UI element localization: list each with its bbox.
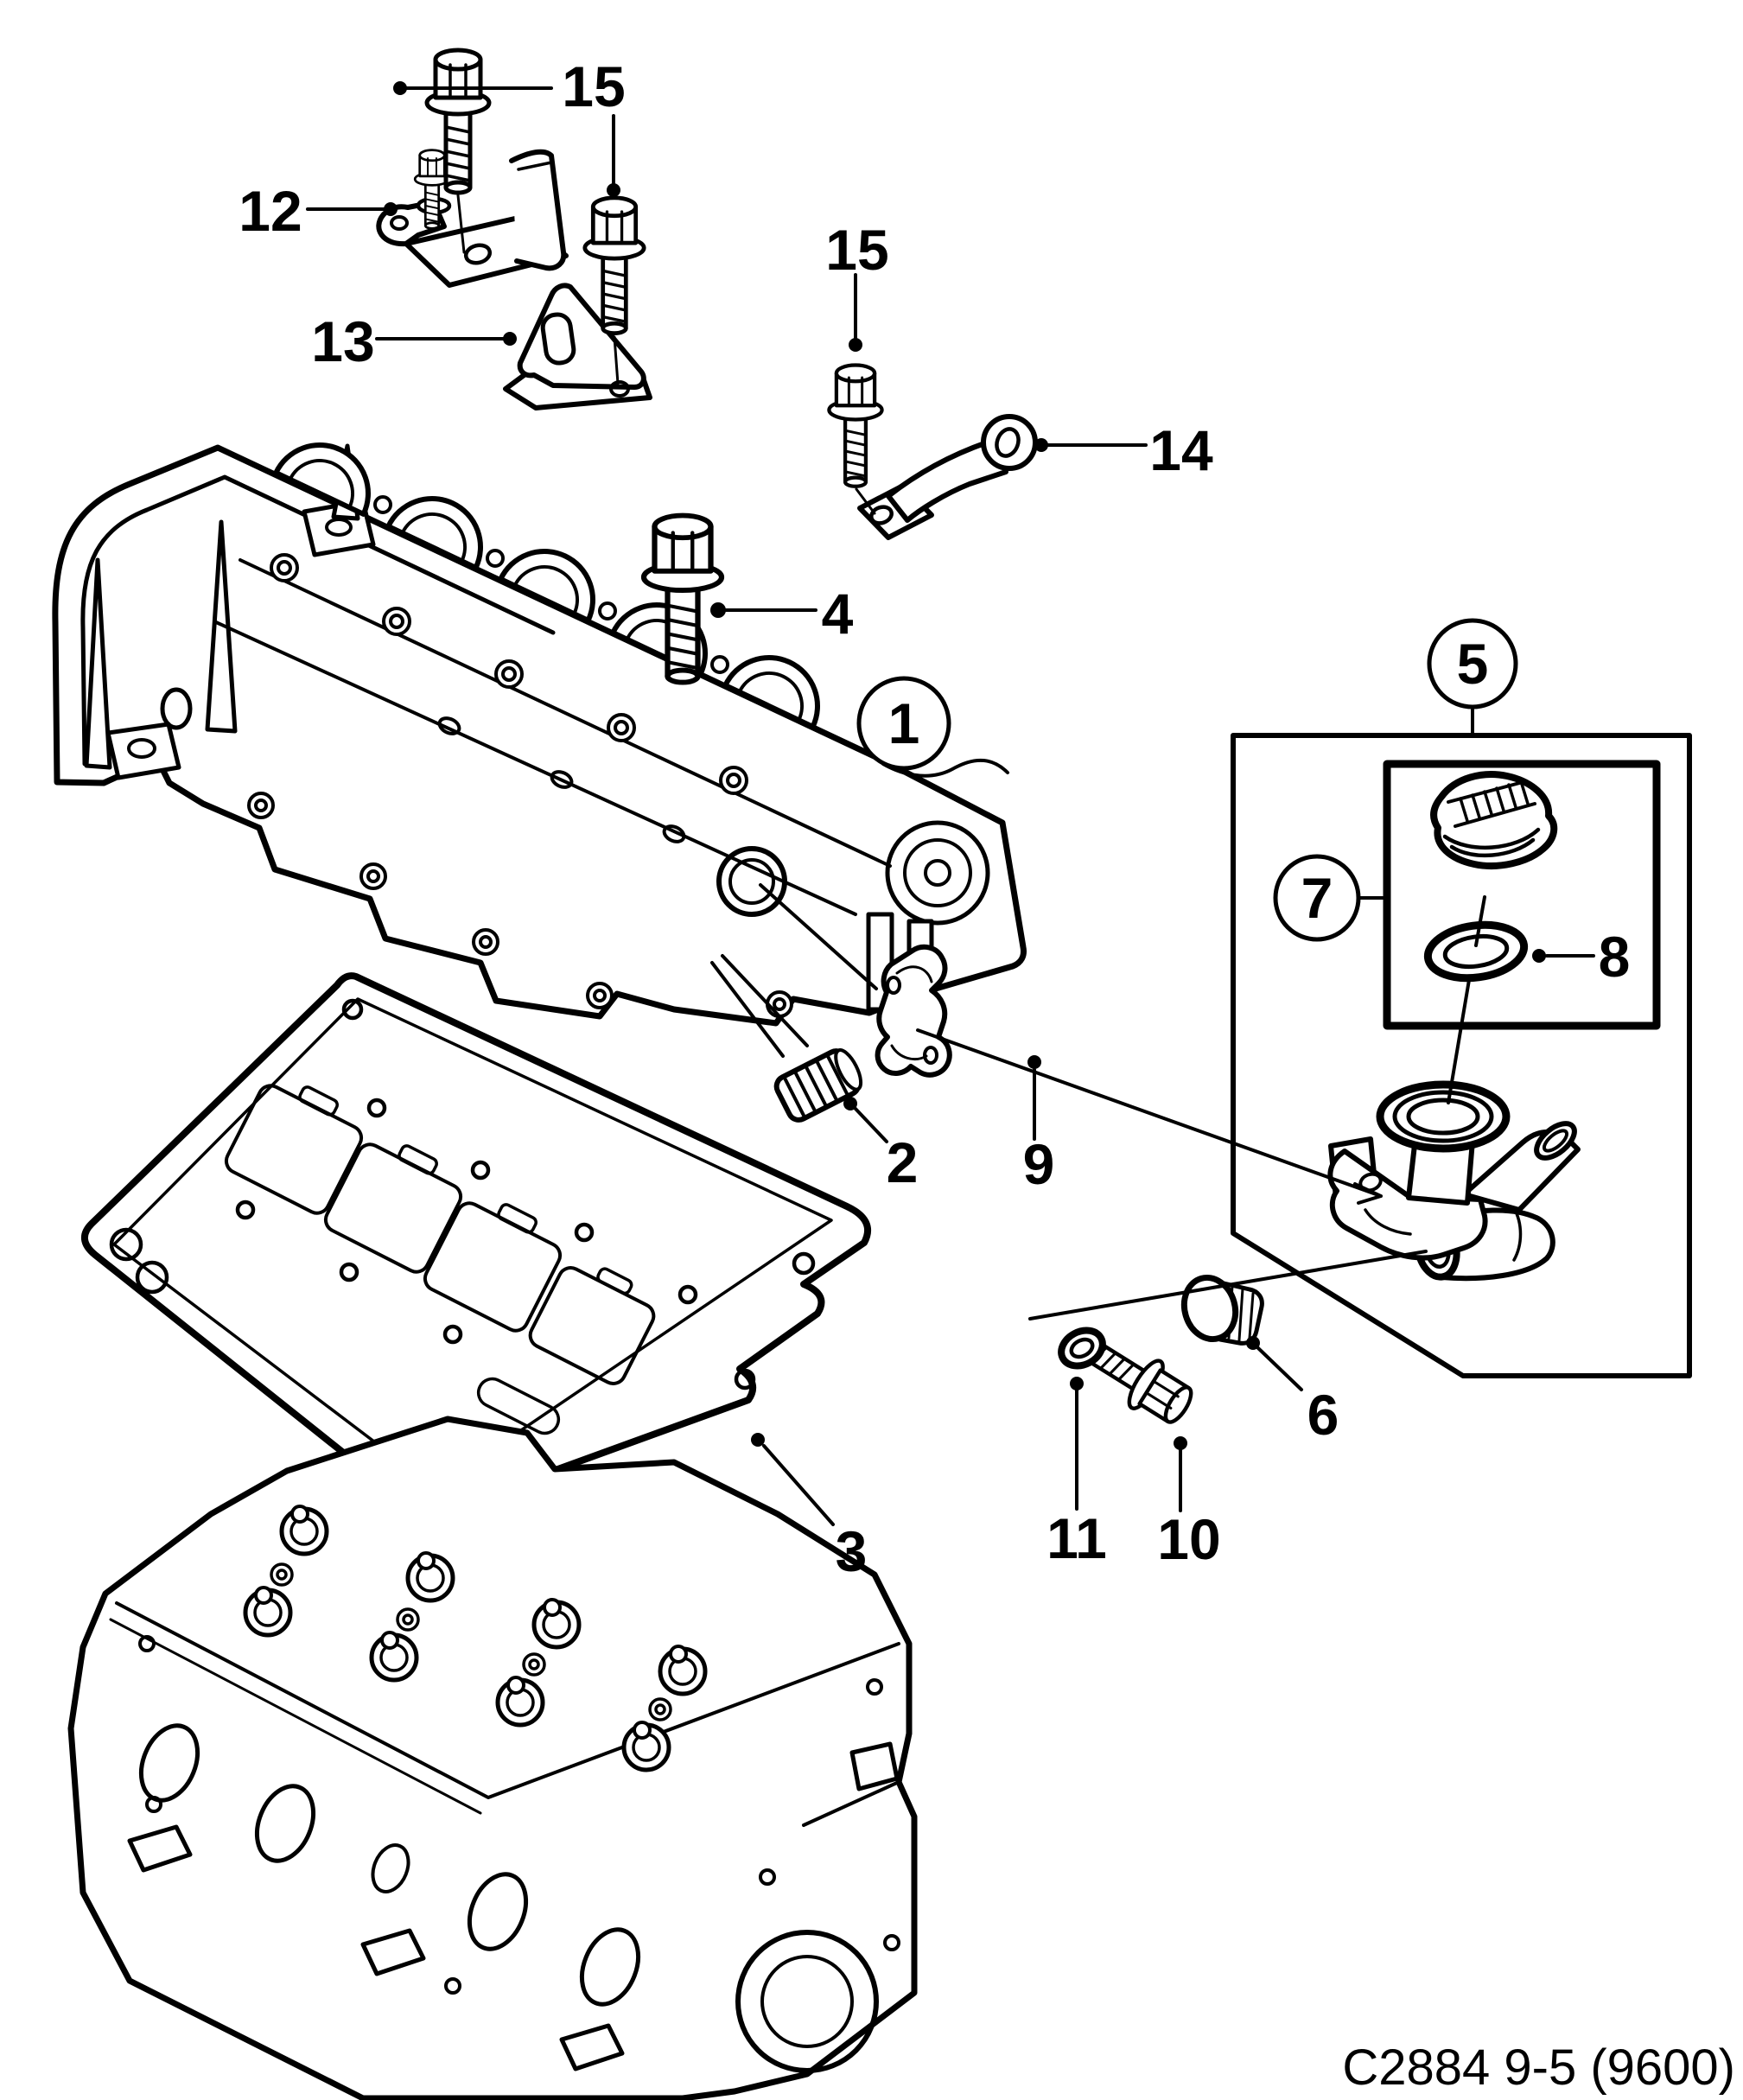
bolt-axis-lines bbox=[456, 194, 876, 515]
valve-spring bbox=[498, 1677, 543, 1725]
valve-spring bbox=[245, 1588, 290, 1635]
breather-gasket-9 bbox=[875, 944, 952, 1078]
callout-3: 3 bbox=[836, 1519, 868, 1583]
figure-caption: C2884 9-5 (9600) bbox=[1342, 2040, 1735, 2096]
cylinder-head bbox=[67, 1416, 918, 2100]
leader-6 bbox=[1246, 1336, 1303, 1391]
bracket-14 bbox=[857, 414, 1038, 540]
breather-mount-port bbox=[716, 846, 787, 917]
detail-box-5 bbox=[1231, 733, 1692, 1378]
callout-15-middle: 15 bbox=[825, 218, 888, 282]
leader-12 bbox=[306, 202, 398, 216]
leader-arrow-plug2 bbox=[710, 954, 809, 1058]
washer-11 bbox=[1058, 1327, 1106, 1370]
camshaft-housing bbox=[52, 442, 1027, 1027]
filler-cap-seal-8 bbox=[1423, 920, 1529, 983]
breather-valve-assembly bbox=[1327, 1080, 1581, 1282]
leader-lines bbox=[306, 81, 1595, 1526]
callout-circle-1 bbox=[856, 676, 951, 771]
leader-15-upper bbox=[393, 81, 620, 197]
blanking-plug-6 bbox=[1180, 1274, 1264, 1346]
leader-gasket9-to-breather bbox=[916, 1028, 1383, 1205]
callout-circle-7 bbox=[1273, 854, 1361, 942]
filler-neck-flange bbox=[1376, 1080, 1511, 1153]
valve-spring bbox=[660, 1646, 705, 1694]
gasket-cutouts bbox=[224, 1084, 656, 1435]
callout-9: 9 bbox=[1023, 1132, 1055, 1196]
callout-8: 8 bbox=[1599, 925, 1631, 989]
valve-spring bbox=[624, 1722, 669, 1770]
gasket-holes bbox=[109, 998, 816, 1390]
callout-1: 1 bbox=[888, 691, 920, 755]
callout-15-upper: 15 bbox=[562, 54, 625, 118]
callout-4: 4 bbox=[822, 582, 854, 646]
leader-4 bbox=[710, 602, 817, 618]
detail-box-7 bbox=[1383, 760, 1661, 1030]
leader-14 bbox=[1034, 438, 1148, 452]
valve-cover-gasket bbox=[81, 972, 871, 1523]
leader-2 bbox=[843, 1097, 888, 1143]
leader-15-middle bbox=[849, 273, 862, 352]
leader-3 bbox=[751, 1433, 835, 1526]
callout-7: 7 bbox=[1301, 866, 1333, 930]
callouts: 15 12 13 15 14 4 1 5 7 8 2 9 6 11 10 3 bbox=[239, 54, 1630, 1583]
callout-14: 14 bbox=[1149, 418, 1213, 482]
callout-6: 6 bbox=[1307, 1383, 1339, 1447]
callout-11: 11 bbox=[1046, 1506, 1107, 1570]
callout-12: 12 bbox=[239, 179, 302, 243]
callout-10: 10 bbox=[1157, 1507, 1220, 1571]
callout-13: 13 bbox=[311, 309, 374, 373]
leader-11 bbox=[1070, 1377, 1084, 1511]
callout-circle-5 bbox=[1427, 618, 1518, 710]
callout-5: 5 bbox=[1457, 632, 1489, 696]
oil-filler-cap bbox=[1430, 771, 1558, 869]
leader-9 bbox=[1027, 1055, 1041, 1141]
sealing-plug-2 bbox=[773, 1048, 863, 1123]
valve-spring bbox=[534, 1600, 579, 1647]
leader-cap-seal-neck bbox=[1447, 895, 1486, 1104]
leader-port-to-gasket9 bbox=[759, 883, 878, 990]
bracket-13 bbox=[503, 283, 652, 410]
leader-bolt10-to-breather bbox=[1028, 1250, 1428, 1320]
leader-8 bbox=[1532, 949, 1595, 963]
callout-2: 2 bbox=[887, 1130, 919, 1194]
valve-spring bbox=[282, 1506, 327, 1554]
leader-10 bbox=[1174, 1436, 1187, 1512]
valve-spring bbox=[372, 1632, 417, 1680]
valve-spring bbox=[408, 1553, 453, 1600]
leader-13 bbox=[375, 332, 517, 346]
